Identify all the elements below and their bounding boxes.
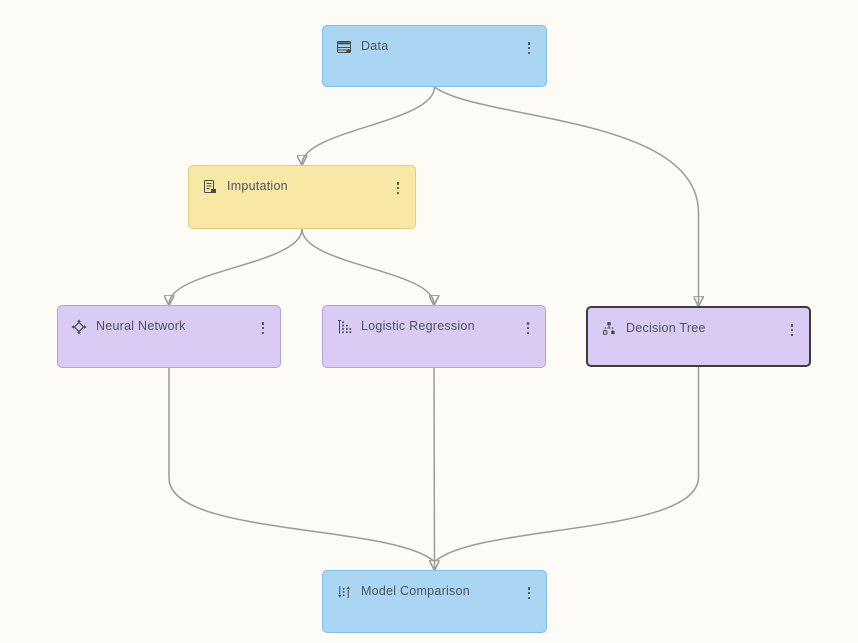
edge-logistic-regression-model-comparison[interactable] — [434, 367, 435, 569]
logistic-regression-icon — [336, 319, 352, 335]
kebab-dot — [527, 587, 530, 590]
kebab-dot — [527, 596, 530, 600]
decision-tree-icon — [601, 321, 617, 337]
kebab-dot — [527, 51, 530, 55]
kebab-menu-icon[interactable] — [787, 321, 798, 339]
imputation-icon — [202, 179, 218, 195]
node-logistic-regression[interactable]: Logistic Regression — [322, 305, 546, 368]
kebab-menu-icon[interactable] — [524, 584, 535, 602]
edge-imputation-logistic-regression[interactable] — [301, 228, 434, 304]
kebab-menu-icon[interactable] — [258, 319, 269, 337]
kebab-dot — [261, 331, 264, 335]
kebab-menu-icon[interactable] — [524, 39, 535, 57]
kebab-dot — [396, 191, 399, 195]
kebab-menu-icon[interactable] — [393, 179, 404, 197]
node-label: Decision Tree — [626, 321, 706, 335]
edge-decision-tree-model-comparison[interactable] — [435, 367, 700, 562]
neural-network-icon — [71, 319, 87, 335]
kebab-dot — [526, 322, 529, 325]
kebab-dot — [261, 322, 264, 325]
kebab-dot — [396, 182, 399, 185]
kebab-dot — [790, 333, 793, 337]
edge-imputation-neural-network[interactable] — [169, 228, 303, 304]
node-label: Model Comparison — [361, 584, 470, 598]
node-label: Neural Network — [96, 319, 186, 333]
kebab-dot — [396, 186, 399, 190]
node-decision-tree[interactable]: Decision Tree — [586, 306, 811, 367]
kebab-dot — [527, 42, 530, 45]
node-label: Imputation — [227, 179, 288, 193]
kebab-dot — [790, 324, 793, 327]
model-comparison-icon — [336, 584, 352, 600]
node-neural-network[interactable]: Neural Network — [57, 305, 281, 368]
edge-data-decision-tree[interactable] — [434, 86, 699, 305]
node-data[interactable]: Data — [322, 25, 547, 87]
node-imputation[interactable]: Imputation — [188, 165, 416, 229]
kebab-dot — [527, 591, 530, 595]
kebab-dot — [526, 331, 529, 335]
kebab-dot — [527, 46, 530, 50]
kebab-menu-icon[interactable] — [523, 319, 534, 337]
edge-data-imputation[interactable] — [302, 86, 436, 164]
kebab-dot — [526, 326, 529, 330]
node-label: Data — [361, 39, 389, 53]
kebab-dot — [790, 328, 793, 332]
node-label: Logistic Regression — [361, 319, 475, 333]
node-model-comparison[interactable]: Model Comparison — [322, 570, 547, 633]
kebab-dot — [261, 326, 264, 330]
data-table-icon — [336, 39, 352, 55]
edge-neural-network-model-comparison[interactable] — [168, 368, 434, 562]
